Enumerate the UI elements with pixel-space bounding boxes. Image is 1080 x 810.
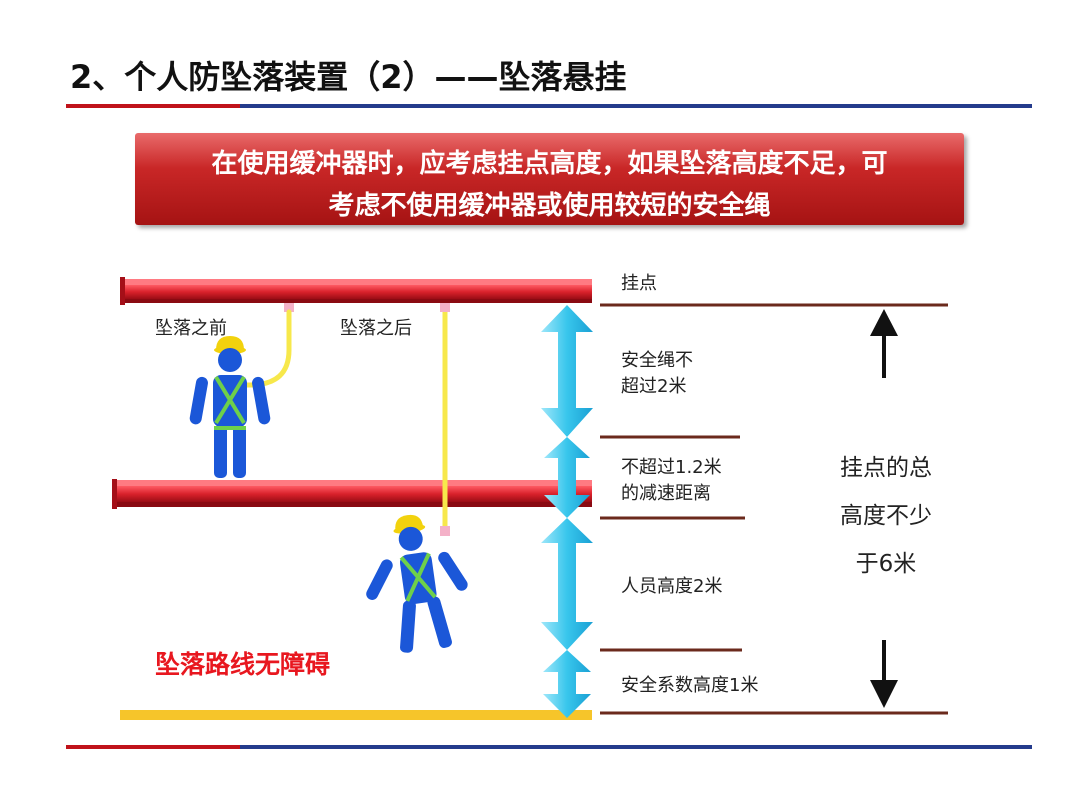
worker-before-fall	[189, 336, 271, 478]
obstacle-free-note: 坠落路线无障碍	[155, 645, 330, 681]
anchor-label: 挂点	[621, 271, 657, 297]
after-fall-label: 坠落之后	[340, 316, 412, 342]
footer-divider	[66, 745, 1032, 749]
ground-line	[120, 710, 592, 720]
lanyard-before	[238, 312, 289, 385]
safety-margin-label: 安全系数高度1米	[621, 673, 758, 699]
person-height-label: 人员高度2米	[621, 574, 722, 600]
dimension-arrow-safety	[543, 650, 591, 718]
worker-after-fall	[354, 508, 478, 659]
total-height-label: 挂点的总 高度不少 于6米	[816, 444, 956, 588]
before-fall-label: 坠落之前	[155, 316, 227, 342]
deceleration-distance-label: 不超过1.2米 的减速距离	[621, 455, 722, 507]
anchor-point-after	[440, 303, 450, 312]
top-beam	[120, 277, 592, 305]
middle-beam	[112, 479, 592, 509]
lanyard-clip	[440, 526, 450, 536]
arrow-up-icon	[870, 309, 898, 378]
lanyard-length-label: 安全绳不 超过2米	[621, 348, 693, 400]
dimension-arrow-lanyard	[541, 305, 593, 437]
arrow-down-icon	[870, 640, 898, 708]
dimension-arrow-person	[541, 518, 593, 650]
